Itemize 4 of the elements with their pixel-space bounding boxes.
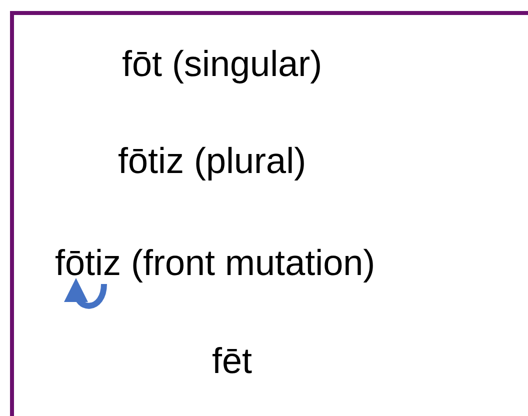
word-form-text: fōtiz (front mutation) — [55, 245, 376, 281]
word-form-text: fōtiz (plural) — [118, 143, 306, 179]
word-form-text: fēt — [212, 343, 252, 379]
word-form-text: fōt (singular) — [122, 46, 322, 82]
